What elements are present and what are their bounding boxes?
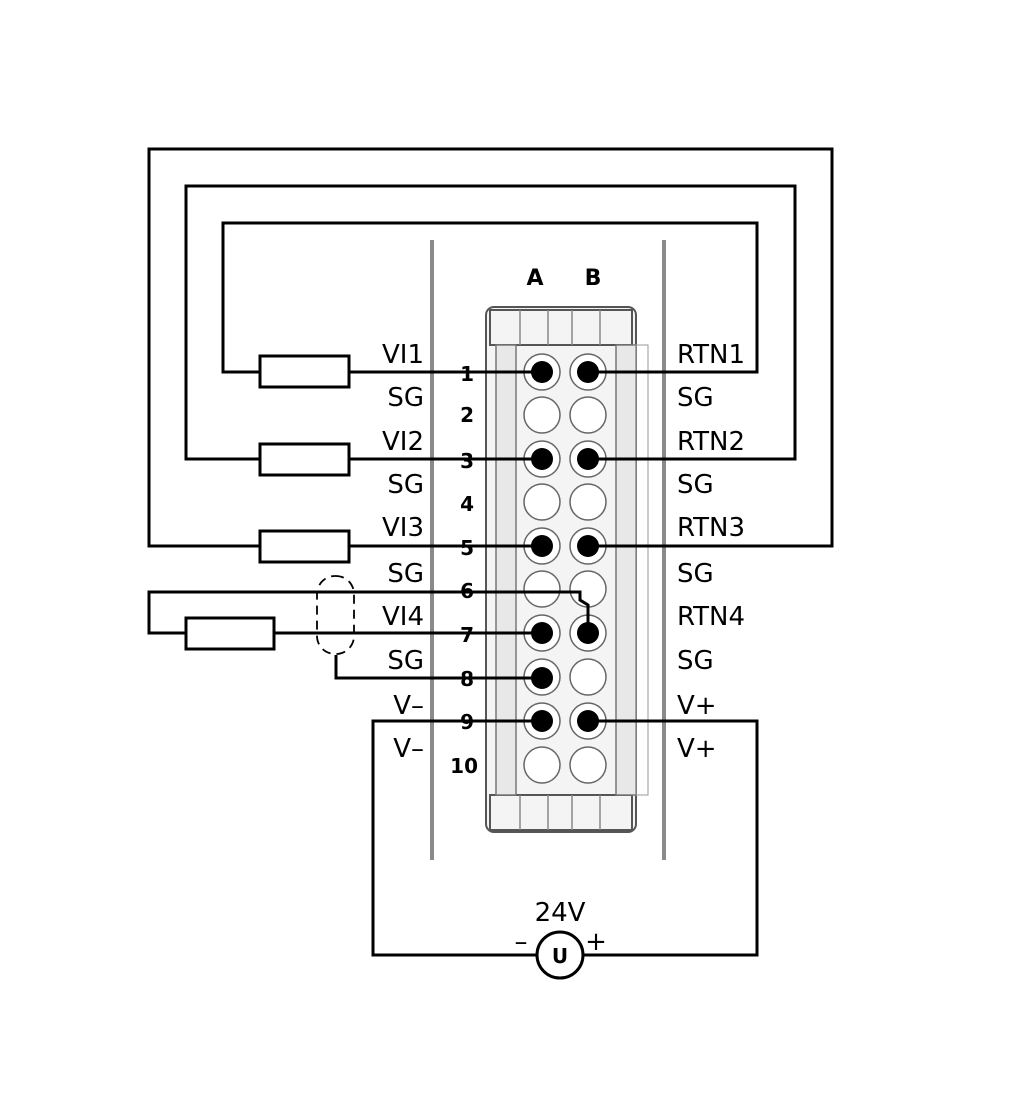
left-label-9: V– [393, 691, 424, 721]
terminal-number-3: 3 [460, 449, 474, 473]
supply-voltage-label: 24V [535, 898, 586, 928]
left-label-7: VI4 [382, 602, 424, 632]
left-label-4: SG [387, 470, 424, 500]
right-label-4: SG [677, 470, 714, 500]
terminal-number-9: 9 [460, 710, 474, 734]
right-label-6: SG [677, 559, 714, 589]
column-label-a: A [526, 266, 543, 291]
column-label-b: B [585, 266, 602, 291]
resistor-3 [258, 529, 351, 564]
cable-shield [316, 575, 355, 655]
terminal-number-6: 6 [460, 579, 474, 603]
right-label-8: SG [677, 646, 714, 676]
terminal-number-2: 2 [460, 403, 474, 427]
right-label-3: RTN2 [677, 427, 745, 457]
channel-1-wiring [221, 221, 759, 389]
power-wiring [371, 719, 759, 980]
terminal-number-1: 1 [460, 362, 474, 386]
shield-ground-wire [334, 655, 542, 680]
terminal-number-7: 7 [460, 623, 474, 647]
terminal-number-4: 4 [460, 492, 474, 516]
terminal-number-10: 10 [450, 754, 478, 778]
supply-minus-label: – [515, 927, 528, 957]
left-label-3: VI2 [382, 427, 424, 457]
channel-2-wiring [184, 184, 797, 477]
right-label-9: V+ [677, 691, 717, 721]
right-label-10: V+ [677, 734, 717, 764]
right-label-2: SG [677, 383, 714, 413]
left-label-8: SG [387, 646, 424, 676]
resistor-2 [258, 442, 351, 477]
right-label-7: RTN4 [677, 602, 745, 632]
terminal-holes [523, 353, 607, 784]
left-label-6: SG [387, 559, 424, 589]
right-label-1: RTN1 [677, 340, 745, 370]
resistor-4 [184, 616, 276, 651]
terminal-number-8: 8 [460, 667, 474, 691]
right-labels: RTN1 SG RTN2 SG RTN3 SG RTN4 SG V+ V+ [677, 340, 745, 764]
right-label-5: RTN3 [677, 513, 745, 543]
supply-plus-label: + [585, 927, 607, 957]
left-label-1: VI1 [382, 340, 424, 370]
resistor-1 [258, 354, 351, 389]
voltage-source-symbol [535, 930, 585, 980]
left-labels: VI1 SG VI2 SG VI3 SG VI4 SG V– V– [382, 340, 424, 764]
supply-symbol-label: U [552, 944, 568, 968]
left-label-10: V– [393, 734, 424, 764]
terminal-block [485, 306, 649, 833]
left-label-2: SG [387, 383, 424, 413]
channel-3-wiring [147, 147, 834, 564]
terminal-number-5: 5 [460, 536, 474, 560]
connection-dots [531, 361, 599, 732]
terminal-numbers: 1 2 3 4 5 6 7 8 9 10 [450, 362, 478, 778]
channel-4-wiring [147, 575, 590, 680]
left-label-5: VI3 [382, 513, 424, 543]
